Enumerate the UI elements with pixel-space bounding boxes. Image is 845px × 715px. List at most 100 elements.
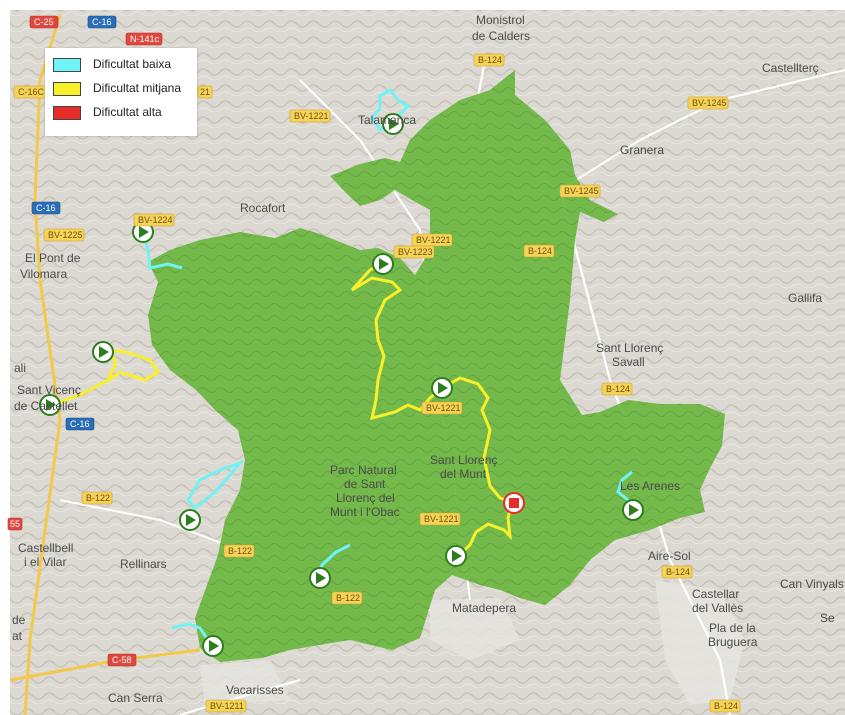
svg-text:B-122: B-122	[86, 493, 110, 503]
place-label: Savall	[612, 355, 645, 369]
road-shield: B-124	[601, 382, 633, 396]
road-shield: 55	[7, 517, 23, 531]
svg-text:B-124: B-124	[666, 567, 690, 577]
trail-start-marker[interactable]	[132, 221, 154, 243]
place-label: Can Serra	[108, 691, 163, 705]
road-shield: BV-1224	[133, 213, 175, 227]
place-label: Pla de la	[709, 621, 756, 635]
road-shield: BV-1245	[687, 96, 729, 110]
place-label: Castellterç	[762, 61, 819, 75]
road-shield: BV-1221	[419, 512, 461, 526]
road-shield: BV-1245	[559, 184, 601, 198]
trail-start-marker[interactable]	[202, 635, 224, 657]
svg-text:BV-1223: BV-1223	[398, 247, 433, 257]
svg-text:B-124: B-124	[714, 701, 738, 711]
outer-margin-top	[0, 0, 845, 10]
road-shield: B-122	[81, 491, 113, 505]
road-shield: B-124	[473, 53, 505, 67]
outer-margin-left	[0, 0, 10, 715]
place-label: Gallifa	[788, 291, 822, 305]
road-shield: B-122	[223, 544, 255, 558]
legend-swatch-hard	[53, 106, 81, 120]
road-shield: BV-1211	[205, 699, 247, 713]
trail-easy-bv1224	[141, 231, 183, 270]
road-bv1245-line	[559, 69, 845, 191]
place-label: del Munt	[440, 467, 487, 481]
place-label: de	[12, 613, 26, 627]
svg-text:55: 55	[10, 519, 20, 529]
trail-start-marker[interactable]	[309, 567, 331, 589]
road-shield: N-141c	[125, 32, 163, 46]
svg-text:21: 21	[200, 87, 210, 97]
urban-area-vacarisses	[200, 660, 290, 705]
place-label: Bruguera	[708, 635, 758, 649]
place-label: de Sant	[344, 477, 386, 491]
place-label: Parc Natural	[330, 463, 397, 477]
trail-end-marker[interactable]	[503, 492, 525, 514]
place-label: ali	[14, 361, 26, 375]
trail-medium-sant-vicenc	[49, 348, 161, 407]
place-label: Rocafort	[240, 201, 286, 215]
road-shield: C-16	[65, 417, 95, 431]
legend-swatch-easy	[53, 58, 81, 72]
svg-text:BV-1245: BV-1245	[692, 98, 727, 108]
trail-start-marker[interactable]	[179, 509, 201, 531]
road-shield: BV-1223	[393, 245, 435, 259]
place-label: de Calders	[472, 29, 530, 43]
road-shield: C-25	[29, 15, 59, 29]
svg-text:BV-1245: BV-1245	[564, 186, 599, 196]
trail-start-marker[interactable]	[445, 545, 467, 567]
place-label: de Castellet	[14, 399, 78, 413]
road-shield: C-16	[31, 201, 61, 215]
place-label: Castellbell	[18, 541, 73, 555]
svg-text:C-16: C-16	[36, 203, 56, 213]
svg-text:C-58: C-58	[112, 655, 132, 665]
place-label: Rellinars	[120, 557, 167, 571]
trail-start-marker[interactable]	[372, 253, 394, 275]
svg-text:C-16: C-16	[92, 17, 112, 27]
place-label: Se	[820, 611, 835, 625]
svg-text:BV-1225: BV-1225	[48, 230, 83, 240]
svg-text:B-122: B-122	[228, 546, 252, 556]
svg-text:B-122: B-122	[336, 593, 360, 603]
trail-start-marker[interactable]	[622, 499, 644, 521]
natural-park-area	[148, 70, 725, 662]
svg-text:B-124: B-124	[606, 384, 630, 394]
place-label: at	[12, 629, 23, 643]
svg-text:B-124: B-124	[478, 55, 502, 65]
road-shield: B-124	[523, 244, 555, 258]
svg-text:C-16C: C-16C	[18, 87, 45, 97]
svg-text:BV-1224: BV-1224	[138, 215, 173, 225]
place-label: i el Vilar	[24, 555, 66, 569]
place-label: El Pont de	[25, 251, 81, 265]
road-shield: BV-1221	[421, 401, 463, 415]
place-label: Munt i l'Obac	[330, 505, 400, 519]
place-label: Vilomara	[20, 267, 67, 281]
road-shield: C-58	[107, 653, 137, 667]
svg-text:BV-1221: BV-1221	[424, 514, 459, 524]
place-label: del Vallès	[692, 601, 743, 615]
road-shield: 21	[197, 85, 213, 99]
place-label: Castellar	[692, 587, 739, 601]
trail-start-marker[interactable]	[431, 377, 453, 399]
road-shield: B-124	[709, 699, 741, 713]
map-legend: Dificultat baixa Dificultat mitjana Difi…	[45, 48, 197, 136]
place-label: Granera	[620, 143, 664, 157]
place-label: Llorenç del	[336, 491, 395, 505]
place-label: Sant Vicenç	[17, 383, 81, 397]
legend-label: Dificultat baixa	[93, 57, 172, 71]
place-label: Vacarisses	[226, 683, 284, 697]
road-shield: B-124	[661, 565, 693, 579]
trail-start-marker[interactable]	[92, 341, 114, 363]
trail-start-marker[interactable]	[39, 394, 61, 416]
svg-text:BV-1221: BV-1221	[426, 403, 461, 413]
urban-area-matadepera	[430, 598, 520, 660]
road-shield: C-16C	[13, 85, 47, 99]
trail-start-marker[interactable]	[382, 113, 404, 135]
svg-text:N-141c: N-141c	[130, 34, 160, 44]
road-shield: BV-1225	[43, 228, 85, 242]
place-label: Sant Llorenç	[430, 453, 497, 467]
legend-swatch-medium	[53, 82, 81, 96]
road-c16-line	[23, 14, 62, 715]
